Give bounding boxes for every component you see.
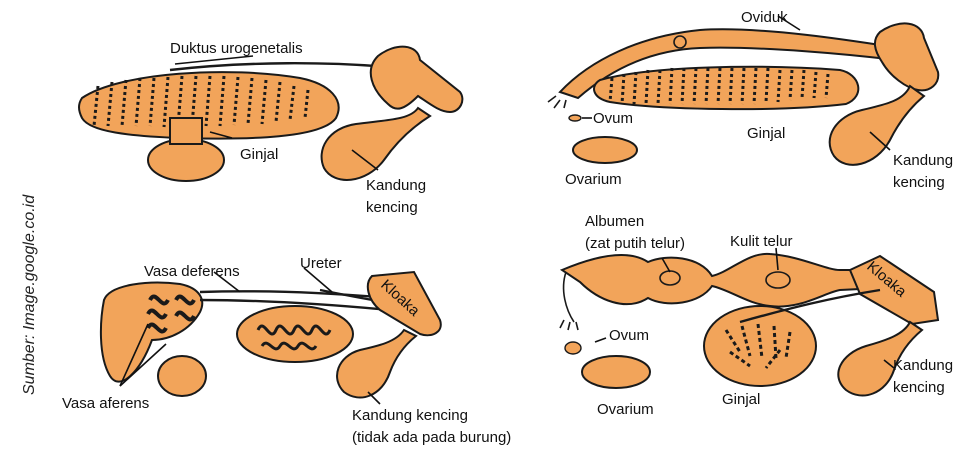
testis-tl [148,139,224,181]
label-kandung-tr-1: Kandung [893,152,953,169]
label-oviduk: Oviduk [741,9,788,26]
label-kandung-br-2: kencing [893,379,945,396]
label-kandung-tl-1: Kandung [366,177,426,194]
panel-top-left: Duktus urogenetalis Ginjal Kandung kenci… [79,40,462,216]
label-ginjal-tr: Ginjal [747,125,785,142]
kloaka-organ-tr [875,23,938,90]
kloaka-organ-tl [371,47,463,112]
label-ureter: Ureter [300,255,342,272]
source-caption: Sumber: Image.google.co.id [21,194,38,395]
label-albumen-1: Albumen [585,213,644,230]
label-kandung-bl-1: Kandung kencing [352,407,468,424]
label-ginjal-tl: Ginjal [240,146,278,163]
panel-bottom-right: Albumen (zat putih telur) Kulit telur Kl… [560,213,953,418]
ovarium-br [582,356,650,388]
label-kandung-br-1: Kandung [893,357,953,374]
ovarium-tr [573,137,637,163]
label-ginjal-br: Ginjal [722,391,760,408]
label-duktus-urogenetalis: Duktus urogenetalis [170,40,303,57]
panel-bottom-left: Vasa deferens Ureter Kloaka Vasa aferens… [62,255,511,446]
label-kandung-bl-2: (tidak ada pada burung) [352,429,511,446]
label-ovum-tr: Ovum [593,110,633,127]
label-vasa-aferens: Vasa aferens [62,395,149,412]
panel-top-right: Oviduk Ovum Ginjal Ovarium Kandung kenci… [548,9,953,191]
label-kandung-tl-2: kencing [366,199,418,216]
label-ovarium-br: Ovarium [597,401,654,418]
testis-stalk-tl [170,118,202,144]
label-ovum-br: Ovum [609,327,649,344]
label-ovarium-tr: Ovarium [565,171,622,188]
label-kandung-tr-2: kencing [893,174,945,191]
label-vasa-deferens: Vasa deferens [144,263,240,280]
label-kulit-telur: Kulit telur [730,233,793,250]
label-albumen-2: (zat putih telur) [585,235,685,252]
ginjal-organ-bl [237,306,353,362]
epididymis-bl [158,356,206,396]
